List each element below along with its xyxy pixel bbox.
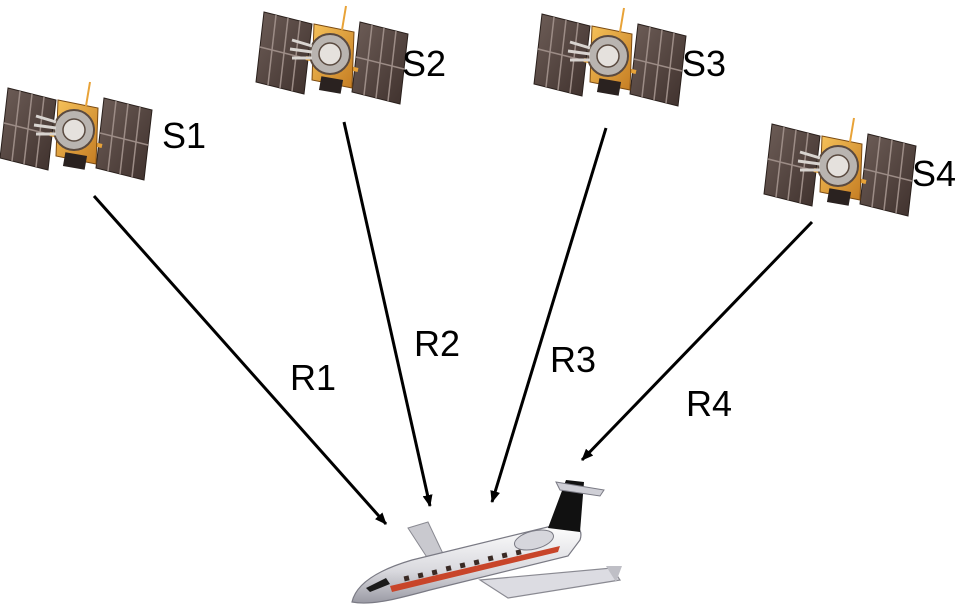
range-label-r4: R4	[686, 383, 732, 424]
range-arrow-r2	[342, 121, 433, 507]
satellite-s1-icon	[0, 80, 154, 182]
satellite-label-s3: S3	[682, 43, 726, 84]
satellite-s2-icon	[254, 4, 410, 106]
satellite-s3-icon	[532, 6, 688, 108]
range-arrow-r1	[92, 195, 388, 525]
range-label-r3: R3	[550, 339, 596, 380]
range-arrow-r4	[580, 220, 814, 462]
satellite-s4-icon	[762, 116, 918, 218]
satellite-label-s4: S4	[912, 153, 956, 194]
airplane-icon	[351, 480, 622, 604]
range-arrow-r3	[490, 127, 608, 503]
satellite-label-s1: S1	[162, 115, 206, 156]
range-label-r1: R1	[290, 357, 336, 398]
range-label-r2: R2	[414, 323, 460, 364]
satellite-label-s2: S2	[402, 43, 446, 84]
